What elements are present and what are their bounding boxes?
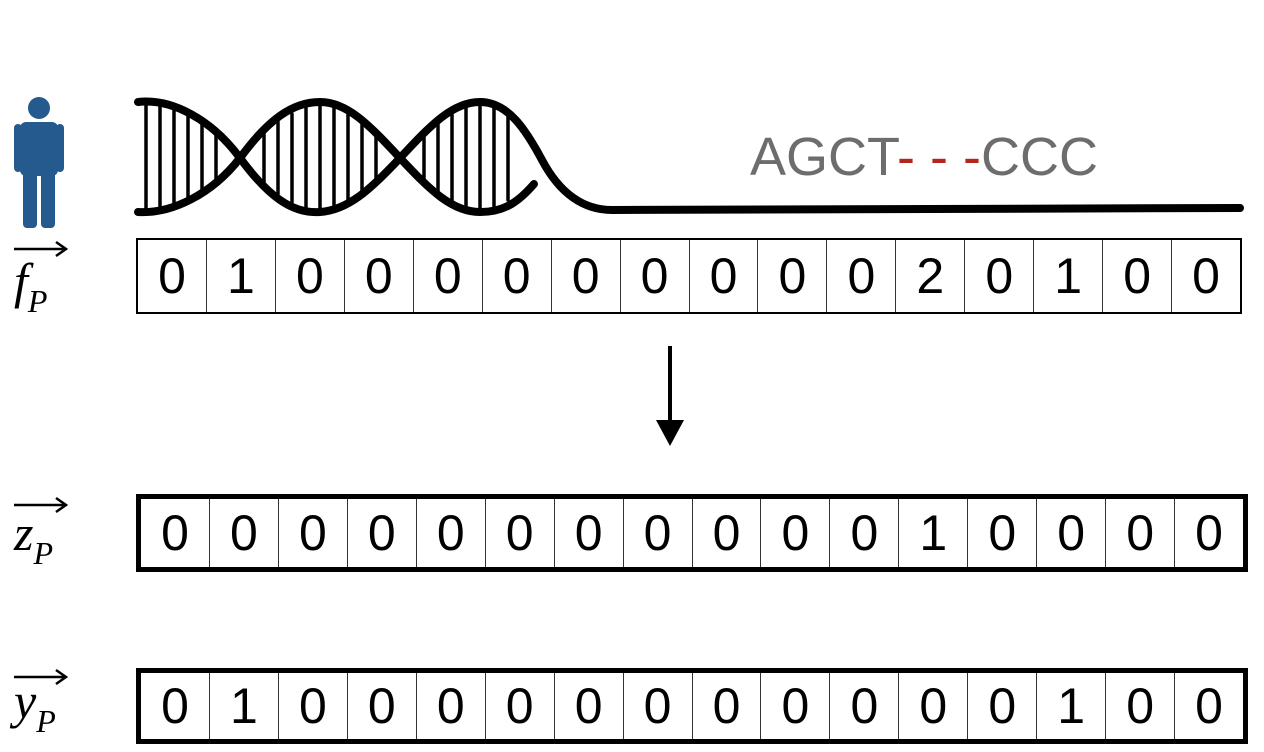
vector-z-symbol: z — [14, 505, 34, 561]
vector-cell: 0 — [967, 499, 1036, 567]
vector-cell: 0 — [208, 499, 278, 567]
vector-cell: 0 — [691, 673, 761, 739]
vector-cell: 0 — [1105, 673, 1174, 739]
down-arrow-icon — [656, 346, 684, 446]
vector-cell: 0 — [161, 678, 189, 734]
vector-cell: 0 — [829, 673, 898, 739]
vector-cell: 0 — [346, 673, 416, 739]
vector-z-label: zP — [10, 496, 74, 576]
vector-z-subscript: P — [33, 535, 54, 571]
vector-cell: 0 — [277, 673, 347, 739]
vector-cell: 0 — [1171, 240, 1240, 312]
vector-cell: 1 — [1033, 240, 1102, 312]
vector-cell: 1 — [898, 499, 967, 567]
vector-arrow-icon — [14, 496, 69, 514]
vector-arrow-icon — [14, 240, 69, 258]
sequence-suffix: CCC — [980, 127, 1098, 187]
vector-cell: 0 — [967, 673, 1036, 739]
vector-cell: 0 — [688, 240, 758, 312]
dna-helix-icon — [134, 97, 1244, 217]
vector-cell: 1 — [205, 240, 275, 312]
vector-cell: 1 — [1036, 673, 1105, 739]
vector-f-subscript: P — [27, 283, 48, 319]
vector-cell: 0 — [415, 499, 485, 567]
vector-f-label: fP — [10, 240, 74, 320]
vector-cell: 0 — [550, 240, 620, 312]
vector-cell: 0 — [158, 248, 186, 304]
vector-cell: 0 — [161, 505, 189, 561]
vector-cell: 0 — [964, 240, 1033, 312]
sequence-prefix: AGCT — [750, 127, 898, 187]
vector-cell: 0 — [760, 499, 829, 567]
vector-cell: 0 — [760, 673, 829, 739]
vector-cell: 0 — [412, 240, 482, 312]
vector-f-symbol: f — [14, 253, 28, 309]
vector-arrow-icon — [14, 668, 69, 686]
vector-cell: 0 — [343, 240, 413, 312]
vector-cell: 0 — [622, 499, 692, 567]
sequence-label: AGCT- - -CCC — [750, 124, 1098, 190]
vector-y-subscript: P — [36, 703, 56, 739]
vector-cell: 0 — [622, 673, 692, 739]
vector-cell: 2 — [895, 240, 964, 312]
vector-cell: 0 — [1102, 240, 1171, 312]
sequence-gap: - - - — [897, 127, 981, 187]
vector-cell: 0 — [481, 240, 551, 312]
vector-cell: 0 — [484, 673, 554, 739]
person-icon — [14, 97, 64, 228]
vector-cell: 0 — [826, 240, 895, 312]
vector-cell: 0 — [415, 673, 485, 739]
vector-cell: 0 — [898, 673, 967, 739]
vector-cell: 0 — [829, 499, 898, 567]
vector-cell: 0 — [277, 499, 347, 567]
vector-cell: 0 — [484, 499, 554, 567]
vector-cell: 0 — [553, 499, 623, 567]
vector-cell: 0 — [1105, 499, 1174, 567]
vector-cell: 0 — [553, 673, 623, 739]
vector-cell: 0 — [346, 499, 416, 567]
vector-cell: 1 — [208, 673, 278, 739]
vector-y-label: yP — [10, 668, 74, 748]
vector-cell: 0 — [274, 240, 344, 312]
vector-cell: 0 — [619, 240, 689, 312]
vector-cell: 0 — [757, 240, 826, 312]
vector-cell: 0 — [1174, 499, 1243, 567]
vector-cell: 0 — [1036, 499, 1105, 567]
vector-y-symbol: y — [14, 673, 37, 729]
vector-cell: 0 — [1174, 673, 1243, 739]
vector-cell: 0 — [691, 499, 761, 567]
